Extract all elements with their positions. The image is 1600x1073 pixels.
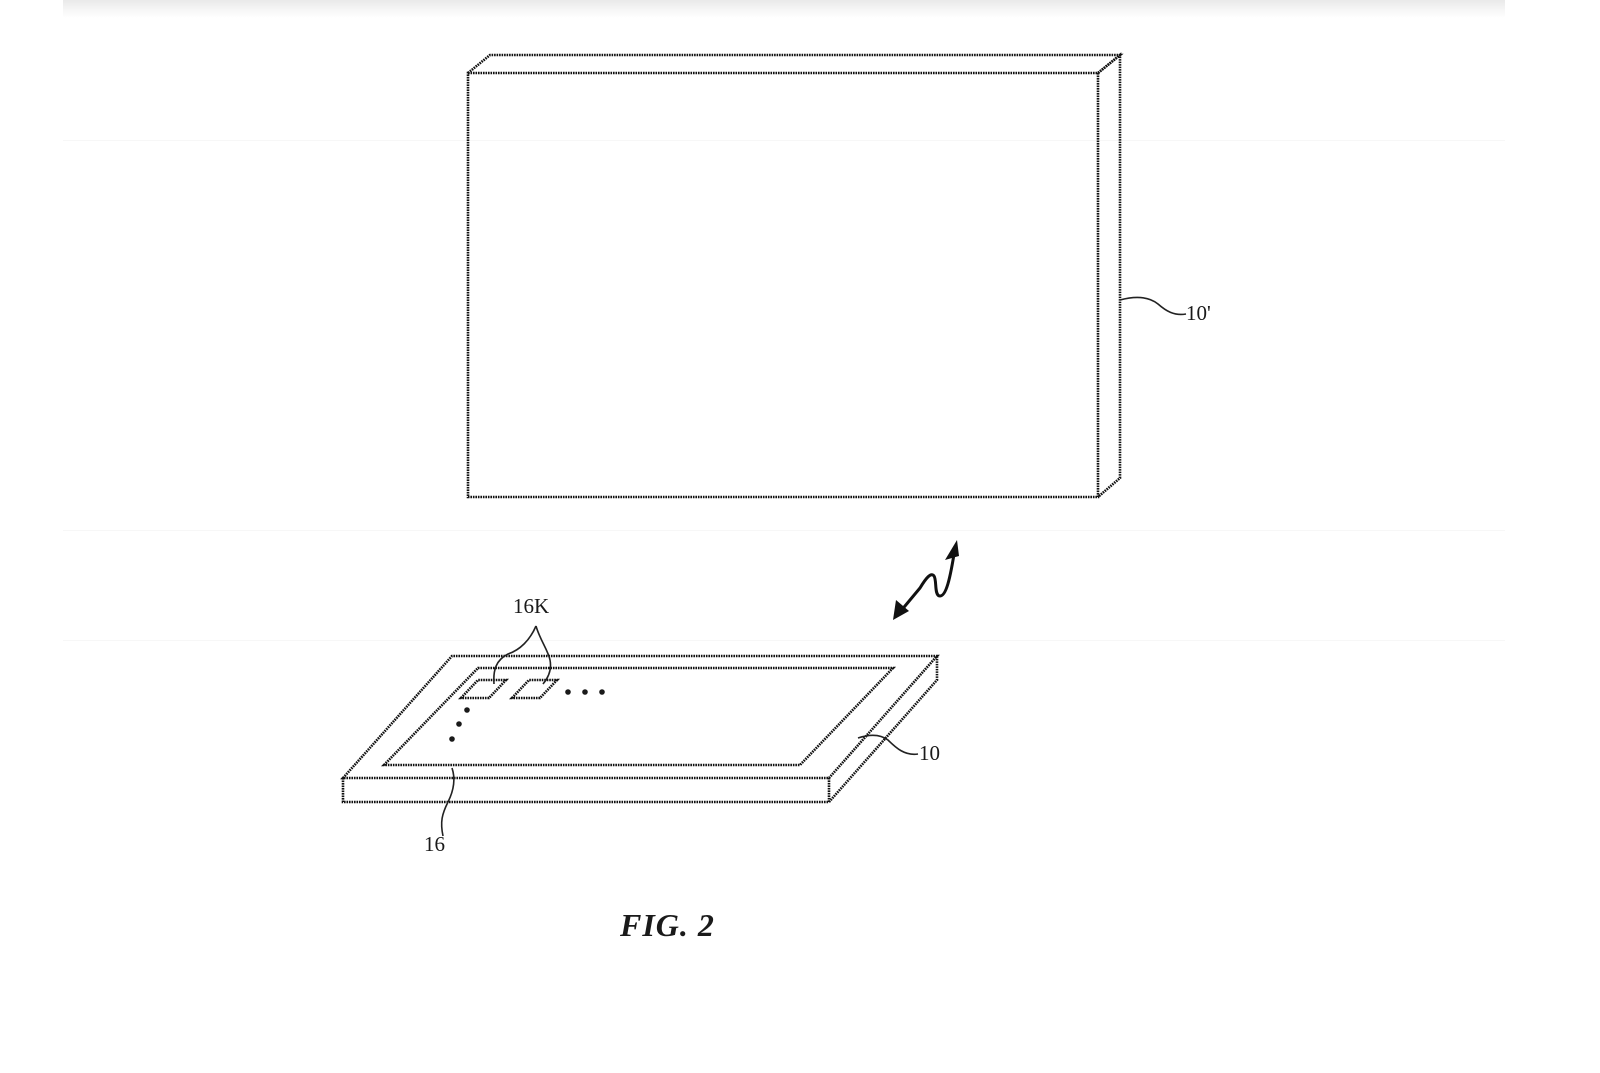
ellipsis-dot (582, 689, 588, 695)
keys (449, 678, 605, 742)
device (340, 654, 940, 804)
ellipsis-dot (565, 689, 571, 695)
leader-line-16k-left (493, 625, 537, 685)
top-shadow (63, 0, 1505, 18)
keyboard-region (380, 666, 897, 767)
background-band (63, 140, 1505, 141)
label-10-prime: 10' (1186, 301, 1211, 325)
label-10: 10 (919, 741, 940, 765)
ellipsis-dot (456, 721, 462, 727)
leader-line-16 (440, 767, 455, 837)
ellipsis-dot (599, 689, 605, 695)
background-band (63, 530, 1505, 531)
figure-caption: FIG. 2 (620, 907, 715, 943)
ellipsis-dot (449, 736, 455, 742)
leader-line-10 (857, 734, 919, 756)
background-band (63, 640, 1505, 641)
external-display (466, 52, 1124, 499)
label-16k: 16K (513, 594, 550, 618)
leader-line-10-prime (1119, 296, 1187, 316)
label-16: 16 (424, 832, 445, 856)
ellipsis-dot (464, 707, 470, 713)
wireless-link-icon (893, 540, 959, 620)
leader-line-16k-right (535, 625, 552, 685)
